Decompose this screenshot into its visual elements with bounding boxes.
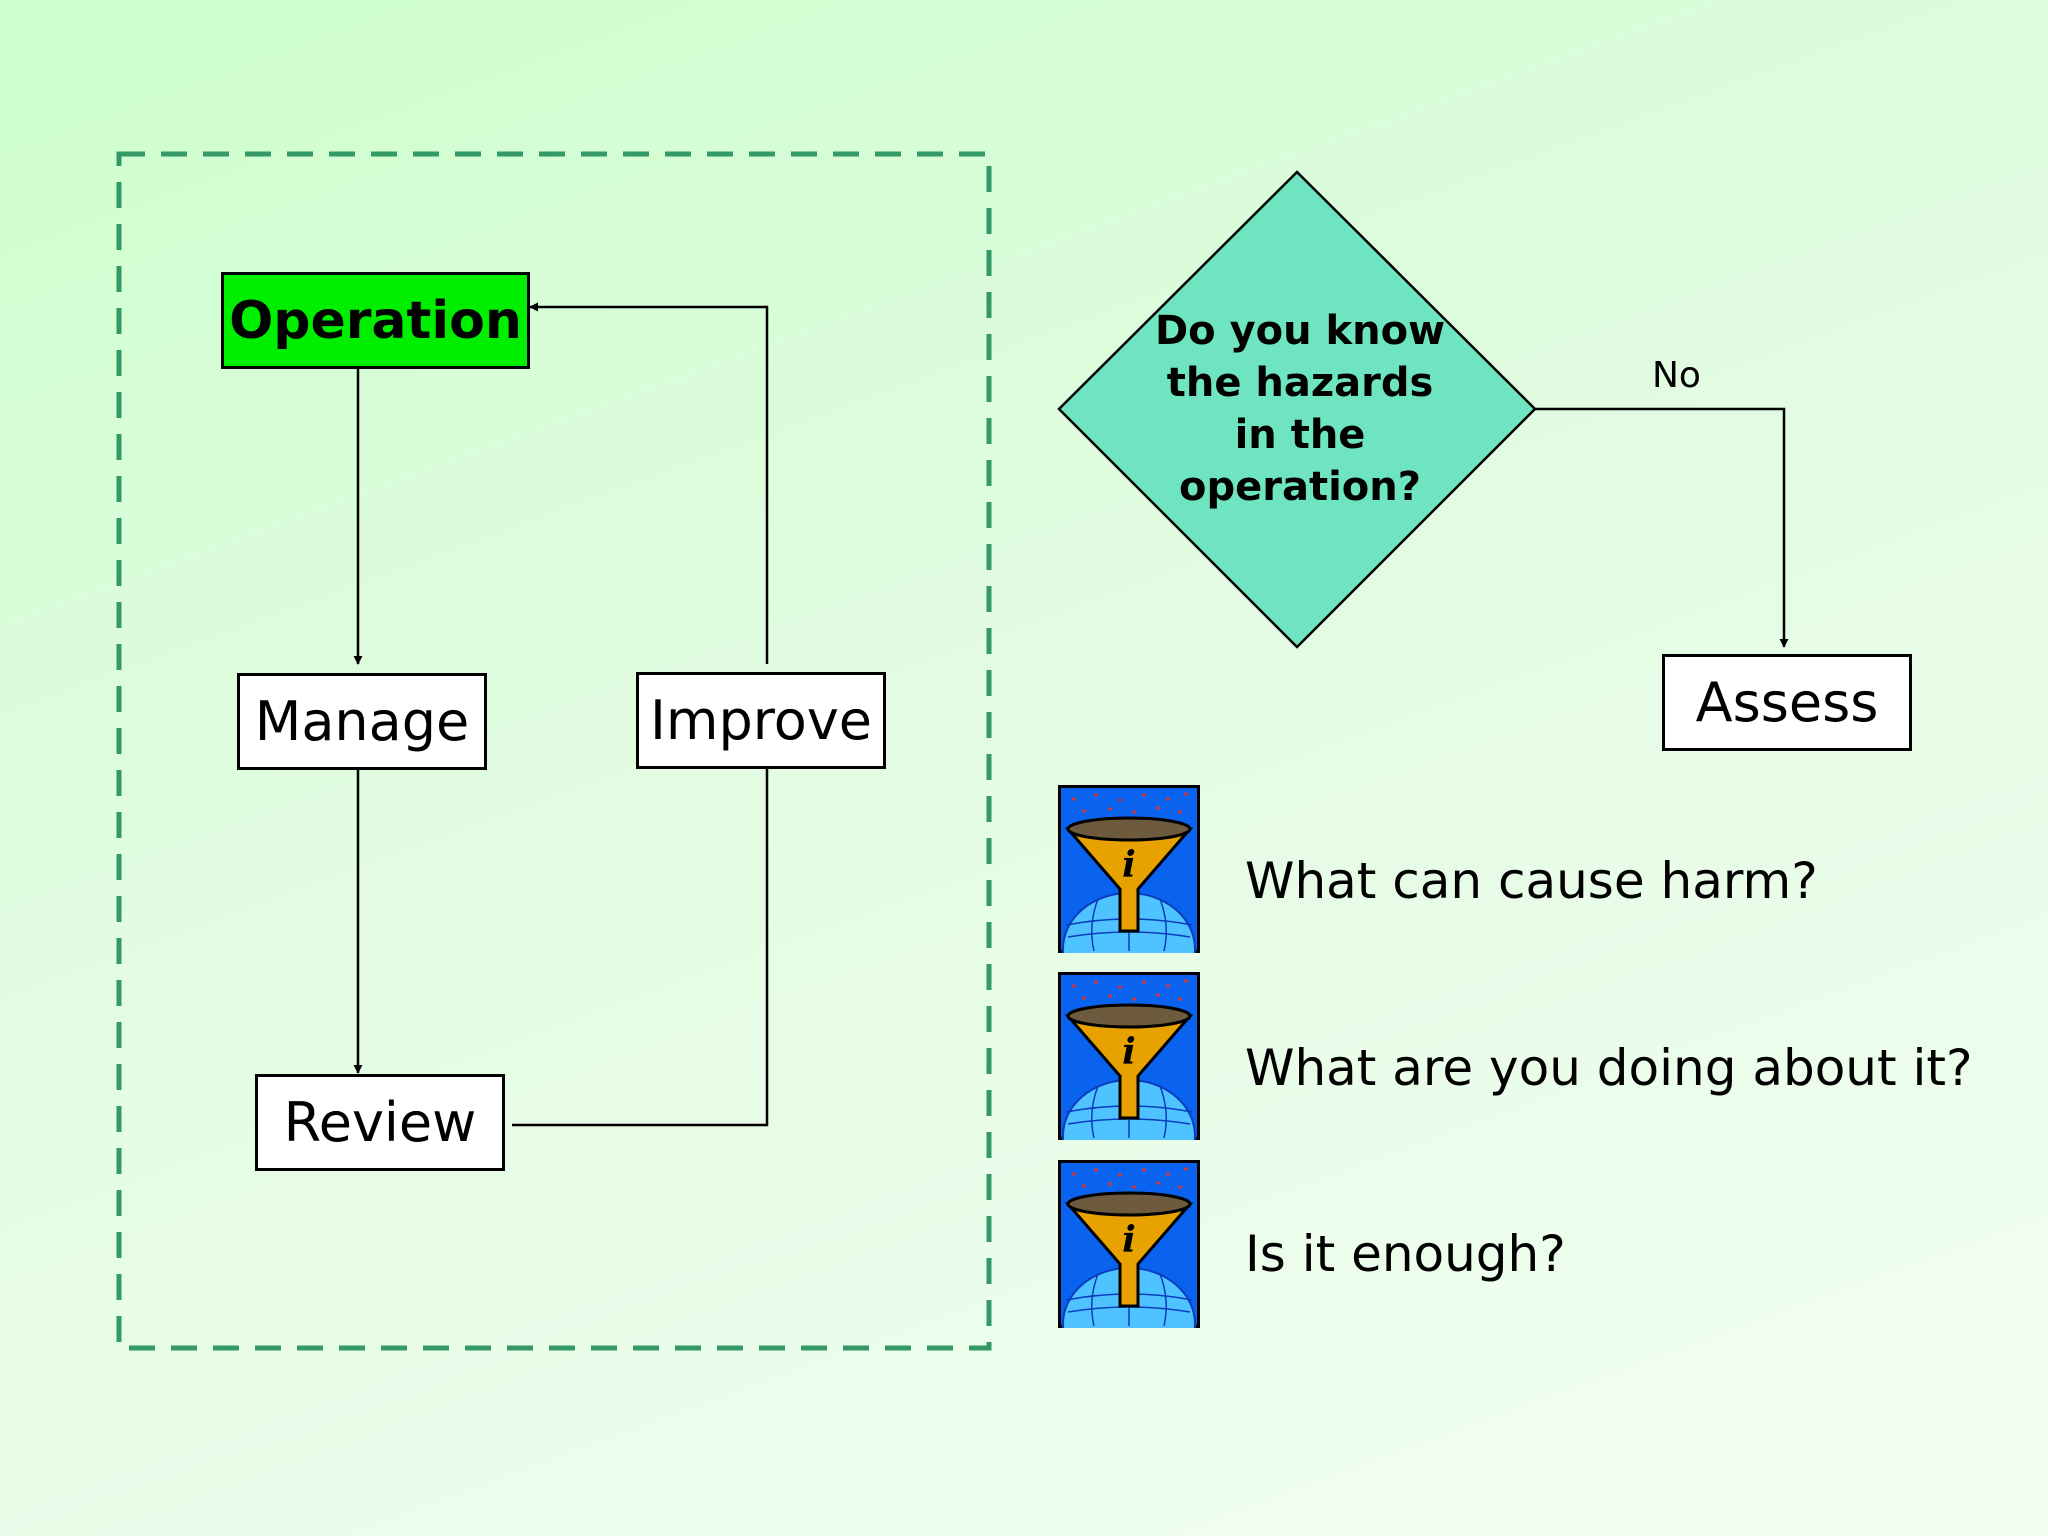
- connector-review-to-improve: [512, 769, 769, 1127]
- info-funnel-icon: i: [1058, 972, 1200, 1193]
- question-text: Is it enough?: [1245, 1225, 1566, 1283]
- operation-label: Operation: [229, 290, 522, 351]
- info-funnel-icon: i: [1058, 1160, 1200, 1381]
- cycle-frame: [116, 151, 992, 1351]
- assess-node: Assess: [1662, 654, 1912, 751]
- improve-label: Improve: [649, 689, 873, 752]
- info-funnel-icon: i: [1058, 785, 1200, 1006]
- decision-diamond: [1057, 170, 1537, 649]
- decision-question: Do you know the hazards in the operation…: [1154, 308, 1446, 510]
- arrow-no-to-assess: [1535, 407, 1789, 648]
- question-text: What are you doing about it?: [1245, 1039, 1973, 1097]
- review-node: Review: [255, 1074, 505, 1171]
- manage-label: Manage: [254, 690, 470, 753]
- no-branch-label: No: [1652, 355, 1701, 396]
- arrow-improve-to-operation: [529, 302, 769, 664]
- svg-text:i: i: [1122, 844, 1136, 886]
- manage-node: Manage: [237, 673, 487, 770]
- question-text: What can cause harm?: [1245, 852, 1818, 910]
- review-label: Review: [283, 1091, 477, 1154]
- svg-text:i: i: [1122, 1219, 1136, 1261]
- svg-text:i: i: [1122, 1031, 1136, 1073]
- improve-node: Improve: [636, 672, 886, 769]
- operation-node: Operation: [221, 272, 530, 369]
- assess-label: Assess: [1695, 671, 1879, 734]
